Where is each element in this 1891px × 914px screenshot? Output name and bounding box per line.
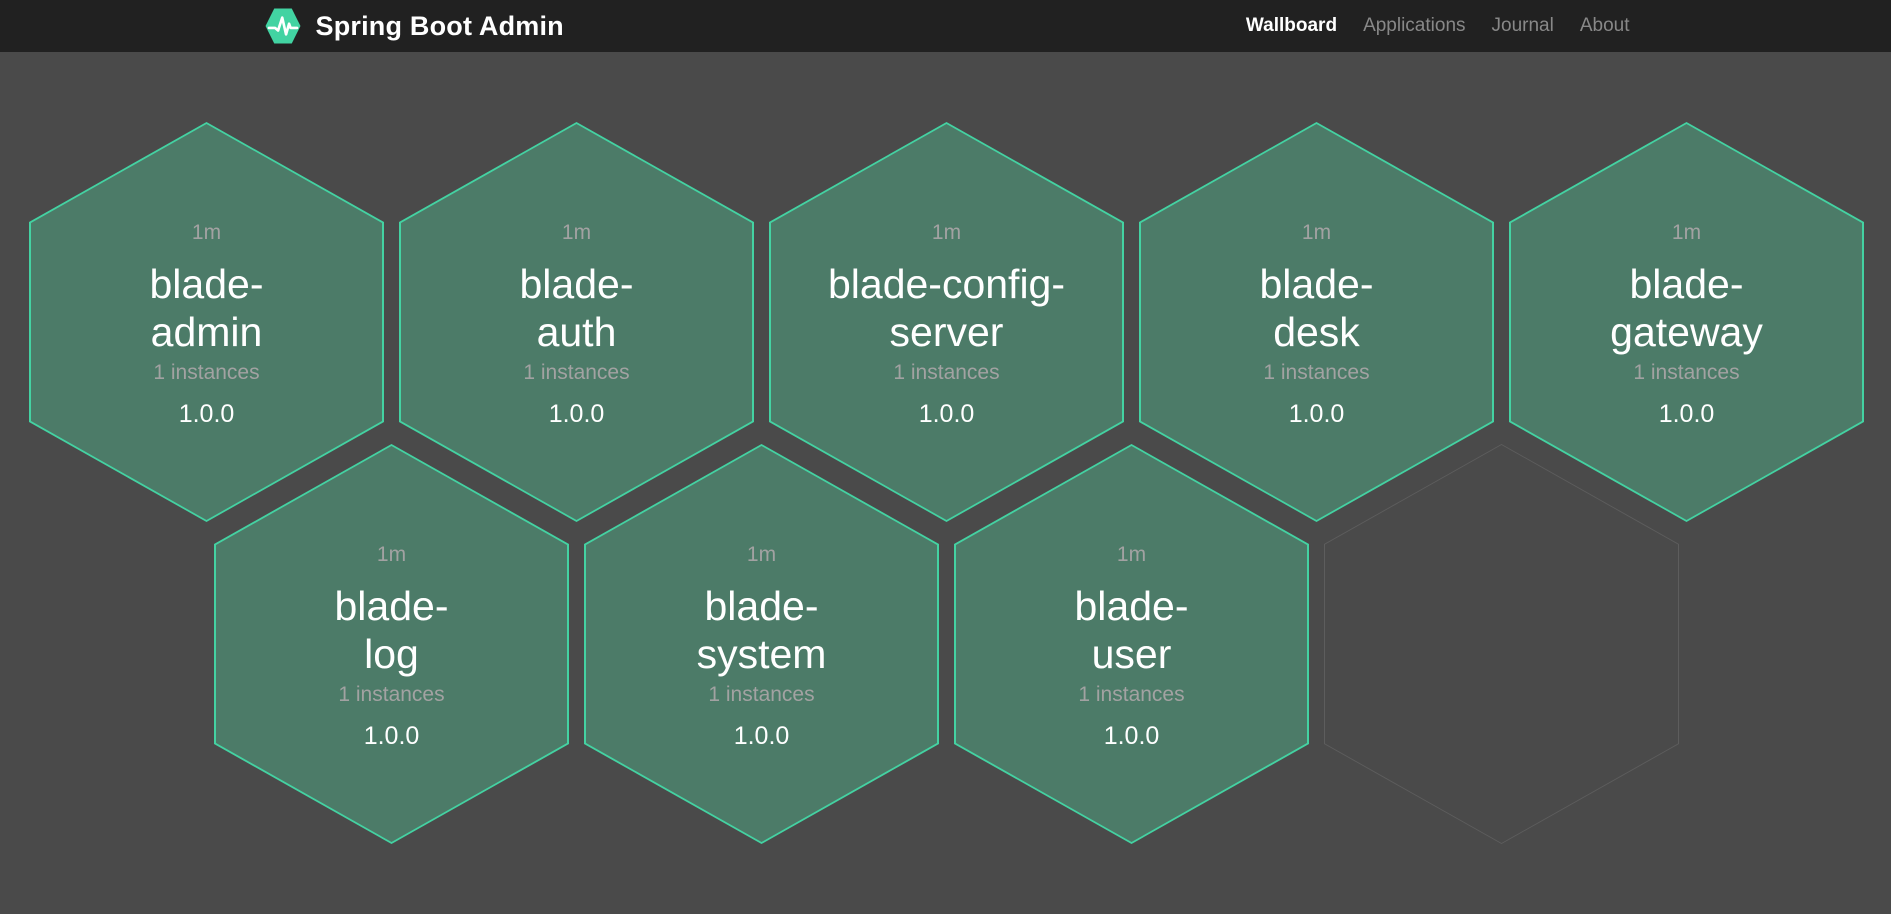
app-name: blade-config-server [828,261,1065,355]
app-name-line: log [364,630,419,677]
app-name: blade-gateway [1610,261,1763,355]
app-name-line: gateway [1610,308,1763,355]
app-version: 1.0.0 [363,721,420,750]
app-hexagon-body: 1m blade-system 1 instances 1.0.0 [586,446,937,842]
navbar-container: Spring Boot Admin Wallboard Applications J… [262,0,1630,52]
app-hexagon-content: 1m blade-log 1 instances 1.0.0 [335,543,449,750]
app-version: 1.0.0 [548,399,605,428]
app-version: 1.0.0 [1658,399,1715,428]
app-hexagon-body: 1m blade-log 1 instances 1.0.0 [216,446,567,842]
app-hexagon-blade-user[interactable]: 1m blade-user 1 instances 1.0.0 [954,444,1309,844]
app-uptime: 1m [1301,221,1332,245]
app-name-line: blade- [149,261,264,308]
empty-hexagon [1324,444,1679,844]
app-uptime: 1m [191,221,222,245]
wallboard: 1m blade-admin 1 instances 1.0.0 1m blade-aut… [0,52,1891,914]
app-name-line: user [1091,630,1172,677]
app-hexagon-blade-log[interactable]: 1m blade-log 1 instances 1.0.0 [214,444,569,844]
app-uptime: 1m [931,221,962,245]
app-name-line: blade- [1074,583,1189,630]
navbar-menu: Wallboard Applications Journal About [1220,15,1630,37]
nav-item-journal[interactable]: Journal [1491,15,1554,36]
app-name: blade-log [335,583,449,677]
app-hexagon-content: 1m blade-admin 1 instances 1.0.0 [150,221,264,428]
app-hexagon-content: 1m blade-gateway 1 instances 1.0.0 [1610,221,1763,428]
app-version: 1.0.0 [1103,721,1160,750]
app-hexagon-body: 1m blade-admin 1 instances 1.0.0 [31,124,382,520]
app-name-line: blade- [1259,261,1374,308]
app-name: blade-admin [150,261,264,355]
app-version: 1.0.0 [733,721,790,750]
app-version: 1.0.0 [918,399,975,428]
nav-item-wallboard[interactable]: Wallboard [1245,15,1338,36]
app-uptime: 1m [561,221,592,245]
app-name-line: server [889,308,1004,355]
app-name-line: blade-config- [827,261,1066,308]
app-name-line: auth [536,308,617,355]
app-uptime: 1m [1116,543,1147,567]
top-navbar: Spring Boot Admin Wallboard Applications J… [0,0,1891,52]
nav-item-about[interactable]: About [1579,15,1630,36]
app-hexagon-body: 1m blade-desk 1 instances 1.0.0 [1141,124,1492,520]
app-hexagon-blade-config-server[interactable]: 1m blade-config-server 1 instances 1.0.0 [769,122,1124,522]
app-instances-count: 1 instances [893,360,1000,384]
app-hexagon-content: 1m blade-desk 1 instances 1.0.0 [1260,221,1374,428]
app-hexagon-blade-auth[interactable]: 1m blade-auth 1 instances 1.0.0 [399,122,754,522]
app-hexagon-blade-admin[interactable]: 1m blade-admin 1 instances 1.0.0 [29,122,384,522]
app-hexagon-content: 1m blade-system 1 instances 1.0.0 [697,543,827,750]
app-name-line: blade- [519,261,634,308]
app-hexagon-body: 1m blade-user 1 instances 1.0.0 [956,446,1307,842]
spring-boot-admin-logo-icon [265,8,300,44]
app-hexagon-blade-gateway[interactable]: 1m blade-gateway 1 instances 1.0.0 [1509,122,1864,522]
app-name-line: blade- [334,583,449,630]
app-name-line: blade- [704,583,819,630]
app-hexagon-body: 1m blade-gateway 1 instances 1.0.0 [1511,124,1862,520]
app-instances-count: 1 instances [338,682,445,706]
app-uptime: 1m [376,543,407,567]
app-name-line: admin [150,308,263,355]
app-instances-count: 1 instances [1078,682,1185,706]
app-instances-count: 1 instances [1633,360,1740,384]
brand-title: Spring Boot Admin [315,10,564,41]
app-version: 1.0.0 [1288,399,1345,428]
app-hexagon-content: 1m blade-user 1 instances 1.0.0 [1075,543,1189,750]
app-hexagon-content: 1m blade-config-server 1 instances 1.0.0 [828,221,1065,428]
app-name: blade-auth [520,261,634,355]
app-name: blade-user [1075,583,1189,677]
brand[interactable]: Spring Boot Admin [262,7,564,45]
app-name: blade-desk [1260,261,1374,355]
empty-hexagon-body [1325,445,1678,843]
nav-item-applications[interactable]: Applications [1363,15,1466,36]
app-version: 1.0.0 [178,399,235,428]
app-instances-count: 1 instances [153,360,260,384]
app-hexagon-blade-system[interactable]: 1m blade-system 1 instances 1.0.0 [584,444,939,844]
app-instances-count: 1 instances [523,360,630,384]
app-hexagon-body: 1m blade-auth 1 instances 1.0.0 [401,124,752,520]
app-hexagon-blade-desk[interactable]: 1m blade-desk 1 instances 1.0.0 [1139,122,1494,522]
app-uptime: 1m [746,543,777,567]
app-name-line: desk [1273,308,1360,355]
app-name-line: blade- [1629,261,1744,308]
app-name: blade-system [697,583,827,677]
app-instances-count: 1 instances [708,682,815,706]
app-hexagon-body: 1m blade-config-server 1 instances 1.0.0 [771,124,1122,520]
app-hexagon-content: 1m blade-auth 1 instances 1.0.0 [520,221,634,428]
app-instances-count: 1 instances [1263,360,1370,384]
app-name-line: system [696,630,827,677]
app-uptime: 1m [1671,221,1702,245]
